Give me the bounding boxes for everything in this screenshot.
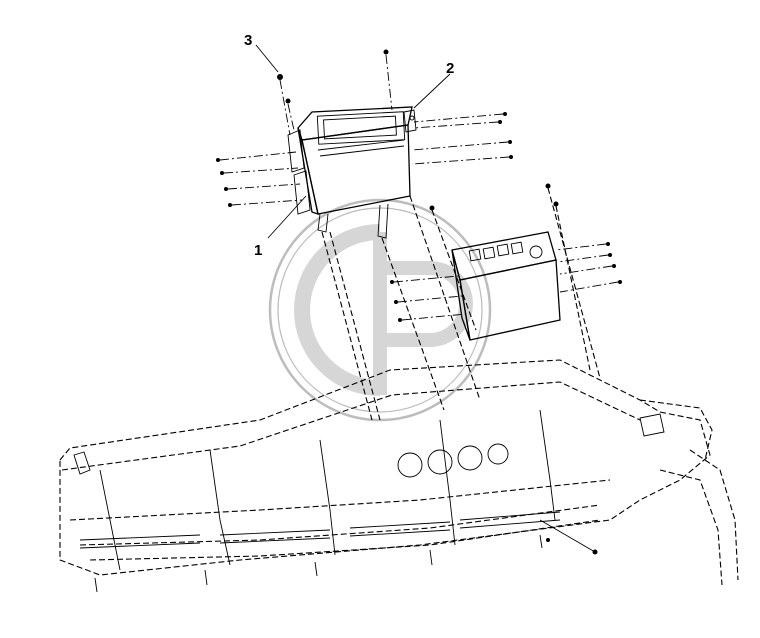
vent-grille bbox=[79, 511, 561, 549]
dashboard-frame bbox=[59, 359, 739, 593]
display-unit bbox=[287, 106, 417, 239]
watermark-logo bbox=[268, 198, 492, 422]
leader-lines bbox=[255, 44, 451, 239]
callout-1: 1 bbox=[254, 242, 262, 259]
switch-panel bbox=[390, 183, 622, 341]
callout-3: 3 bbox=[244, 32, 252, 49]
assembly-guide-lines bbox=[321, 187, 601, 421]
screws-display bbox=[216, 49, 513, 207]
callout-2: 2 bbox=[446, 60, 454, 77]
